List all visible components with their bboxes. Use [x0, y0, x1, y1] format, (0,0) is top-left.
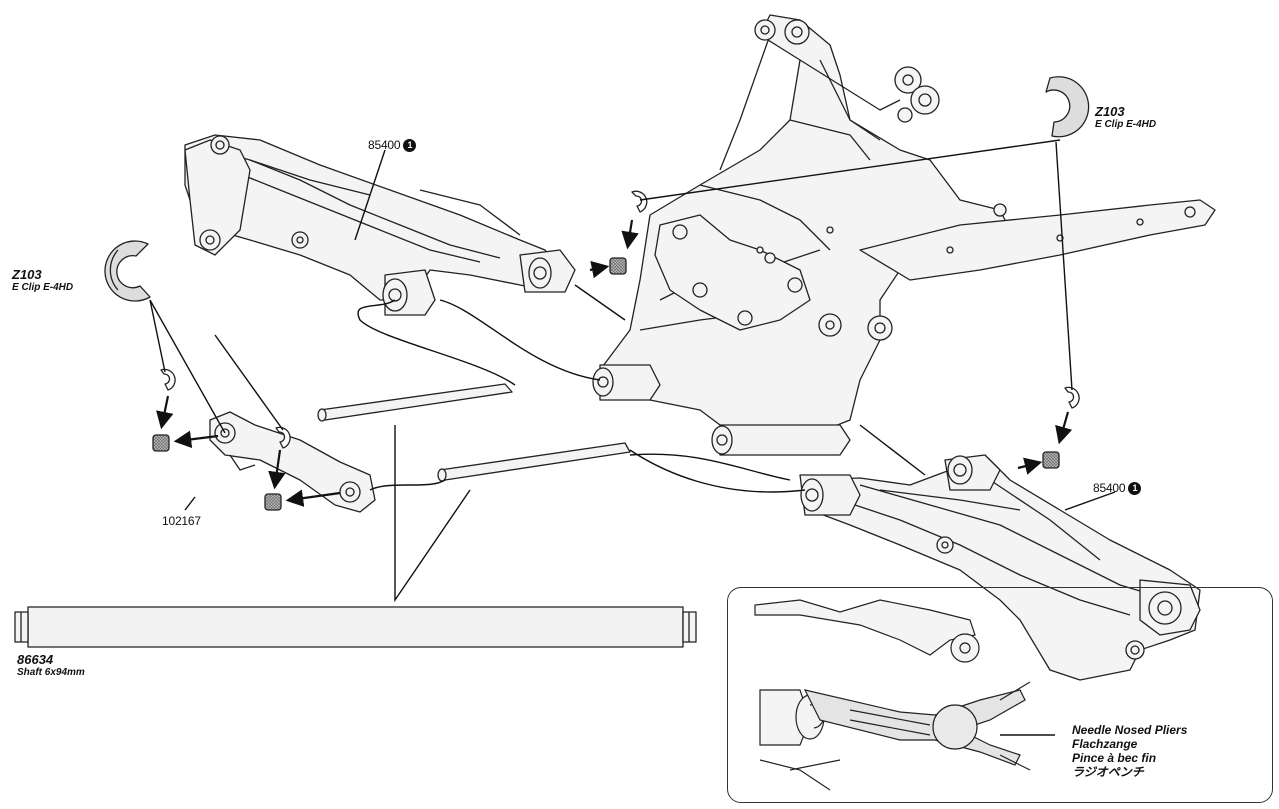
tool-name-en: Needle Nosed Pliers	[1072, 723, 1188, 737]
eclip-label-right: Z103 E Clip E-4HD	[1095, 104, 1156, 131]
tool-inset-frame	[727, 587, 1273, 803]
pliers-inset-illustration	[754, 599, 1031, 791]
holder-label: 102167	[162, 514, 201, 528]
hinge-pin-short	[317, 383, 513, 422]
insertion-arrows	[156, 219, 1073, 507]
suspension-holder	[209, 411, 376, 513]
suspension-arm-upper	[184, 134, 576, 316]
eclip-icon-right	[1045, 76, 1090, 138]
rear-bulkhead-assembly	[592, 14, 1011, 456]
step-badge-icon: 1	[403, 139, 417, 153]
shaft-label: 86634 Shaft 6x94mm	[17, 652, 85, 679]
shaft-code: 86634	[17, 652, 54, 667]
tool-name-jp: ラジオペンチ	[1072, 765, 1144, 779]
tool-name-fr: Pince à bec fin	[1072, 751, 1157, 765]
eclip-code-left: Z103	[12, 267, 42, 282]
alignment-lines	[149, 139, 1116, 736]
eclip-label-left: Z103 E Clip E-4HD	[12, 267, 73, 294]
eclip-code-right: Z103	[1095, 104, 1125, 119]
eclip-desc-left: E Clip E-4HD	[12, 282, 74, 293]
tool-name-de: Flachzange	[1072, 737, 1138, 751]
eclip-small	[160, 190, 1080, 449]
hinge-pin-long	[437, 442, 631, 482]
eclip-desc-right: E Clip E-4HD	[1095, 119, 1157, 130]
arm-upper-code: 85400	[368, 138, 401, 152]
shaft-desc: Shaft 6x94mm	[17, 667, 85, 678]
shaft-6x94	[14, 606, 697, 648]
tool-label: Needle Nosed Pliers Flachzange Pince à b…	[1072, 723, 1187, 779]
set-screws	[152, 257, 1060, 511]
eclip-icon-left	[104, 240, 151, 302]
step-badge-icon: 1	[1128, 482, 1142, 496]
chassis-plate	[859, 199, 1216, 281]
suspension-arm-lower	[799, 454, 1201, 681]
arm-lower-code: 85400	[1093, 481, 1126, 495]
